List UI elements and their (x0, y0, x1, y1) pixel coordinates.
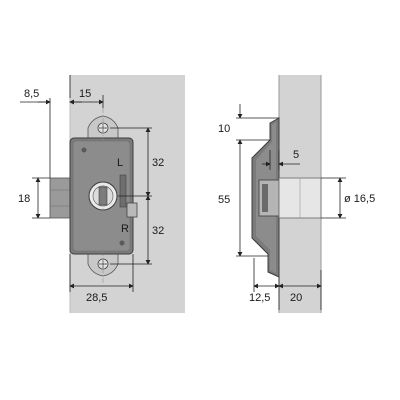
dim-55: 55 (218, 194, 230, 206)
dim-5: 5 (293, 149, 299, 161)
dim-32-bottom: 32 (152, 225, 164, 237)
dim-10: 10 (218, 123, 230, 135)
dim-32-top: 32 (152, 157, 164, 169)
dim-20: 20 (290, 292, 302, 304)
dim-18: 18 (18, 193, 30, 205)
dim-15: 15 (79, 88, 91, 100)
mark-l: L (117, 157, 123, 169)
dim-8-5: 8,5 (24, 88, 39, 100)
dim-12-5: 12,5 (249, 292, 270, 304)
dim-28-5: 28,5 (86, 292, 107, 304)
front-bolt (49, 177, 73, 219)
mark-r: R (121, 223, 129, 235)
front-latch (126, 202, 138, 218)
dim-diameter-16-5: ø 16,5 (344, 193, 375, 205)
